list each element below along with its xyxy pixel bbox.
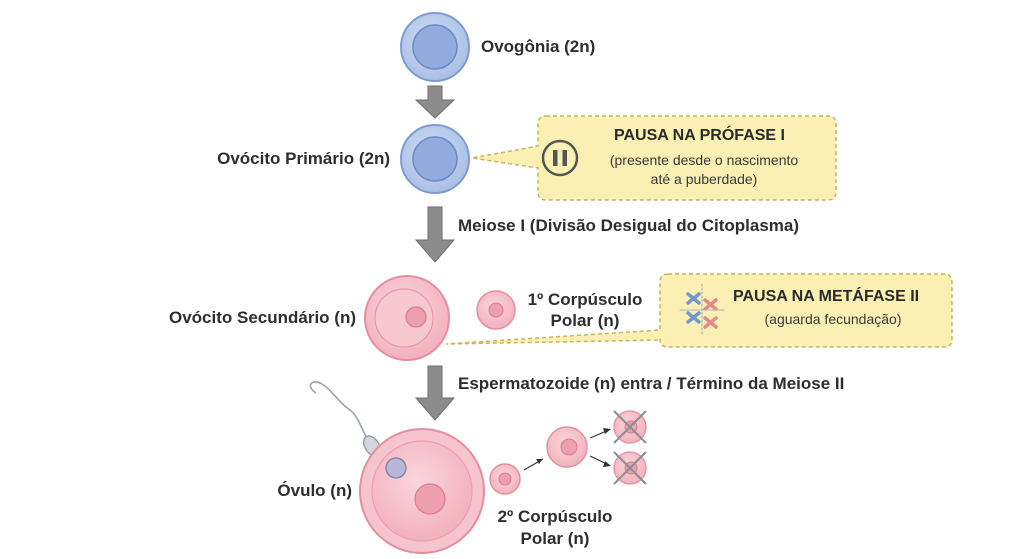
label-ovum: Óvulo (n) [277, 481, 352, 500]
prophase-pause-title: PAUSA NA PRÓFASE I [614, 127, 785, 144]
label-first-polar-line1: 1º Corpúsculo [527, 290, 643, 309]
label-meiosis-2: Espermatozoide (n) entra / Término da Me… [458, 374, 845, 393]
pause-icon [541, 139, 579, 177]
metaphase-pause-title: PAUSA NA METÁFASE II [733, 288, 920, 305]
primary-oocyte-cell [400, 124, 470, 194]
label-oogonia: Ovogônia (2n) [481, 37, 596, 56]
sperm-icon [309, 381, 381, 457]
prophase-pause-line1: (presente desde o nascimento [609, 152, 799, 168]
label-first-polar-line2: Polar (n) [550, 311, 620, 330]
label-primary-oocyte: Ovócito Primário (2n) [217, 149, 390, 168]
prophase-pause-line2: até a puberdade) [650, 171, 758, 187]
label-second-polar-line2: Polar (n) [520, 529, 590, 548]
label-second-polar-line1: 2º Corpúsculo [497, 507, 613, 526]
chromosome-icon [679, 283, 725, 337]
down-arrow-3 [414, 365, 456, 421]
metaphase-callout [445, 273, 953, 348]
degenerating-polar-body-lower [613, 451, 647, 485]
secondary-oocyte-cell [364, 275, 450, 361]
second-polar-body [489, 463, 521, 495]
divided-polar-body [546, 426, 588, 468]
prophase-callout [471, 115, 837, 201]
down-arrow-2 [414, 206, 456, 263]
degenerating-polar-body-upper [613, 410, 647, 444]
label-secondary-oocyte: Ovócito Secundário (n) [168, 308, 356, 327]
metaphase-pause-line1: (aguarda fecundação) [764, 311, 902, 327]
down-arrow-1 [414, 85, 456, 119]
first-polar-body [476, 290, 516, 330]
label-meiosis-1: Meiose I (Divisão Desigual do Citoplasma… [458, 216, 800, 235]
oogonia-cell [400, 12, 470, 82]
ovum-cell [359, 428, 485, 554]
